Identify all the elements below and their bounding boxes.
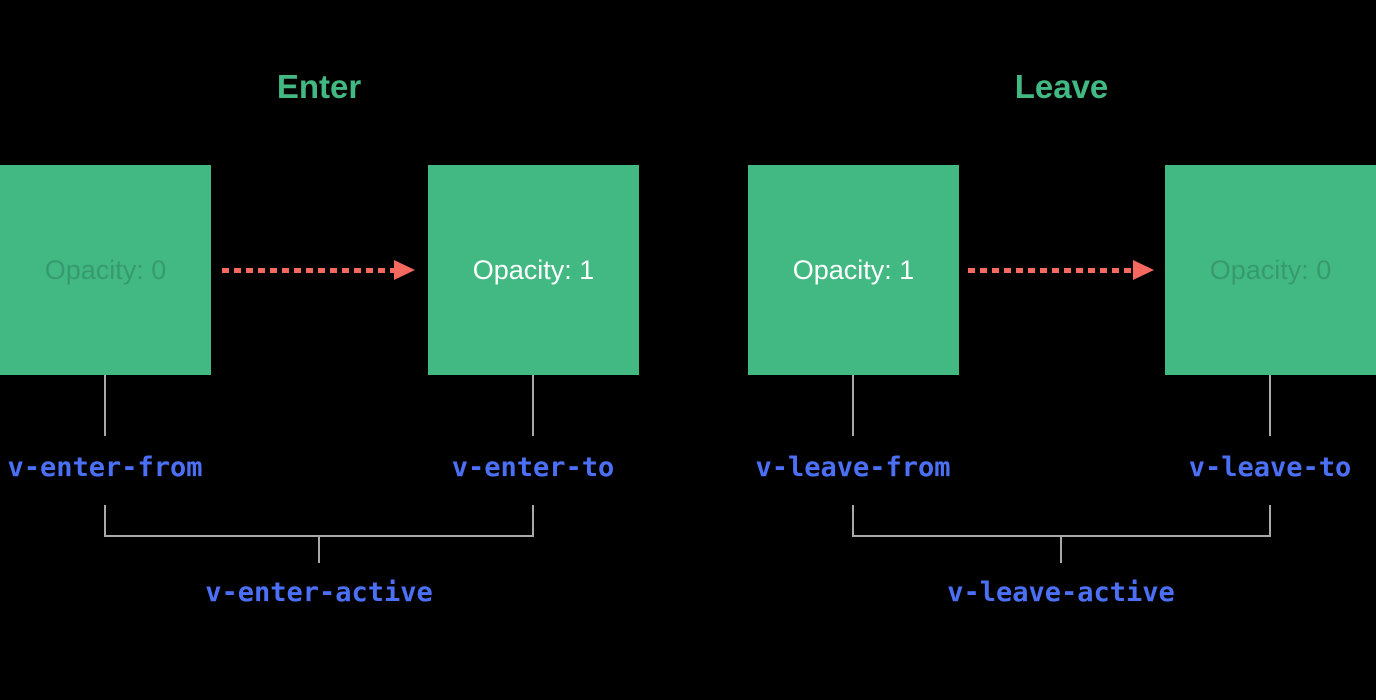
enter-section-title: Enter xyxy=(276,68,362,105)
enter-active-bracket xyxy=(104,505,534,537)
enter-active-stem-line xyxy=(318,537,320,563)
leave-from-box: Opacity: 1 xyxy=(748,165,959,375)
enter-from-connector-line xyxy=(104,375,106,436)
leave-from-box-label: Opacity: 1 xyxy=(792,254,915,285)
leave-dashed-arrow-icon xyxy=(968,260,1154,280)
leave-active-stem-line xyxy=(1060,537,1062,563)
enter-to-box-label: Opacity: 1 xyxy=(472,254,595,285)
leave-active-bracket xyxy=(852,505,1271,537)
enter-from-box-label: Opacity: 0 xyxy=(44,254,167,285)
leave-to-class-label: v-leave-to xyxy=(1188,452,1352,483)
leave-section-title: Leave xyxy=(1014,68,1109,105)
leave-active-class-label: v-leave-active xyxy=(947,577,1175,608)
enter-to-connector-line xyxy=(532,375,534,436)
enter-to-class-label: v-enter-to xyxy=(451,452,615,483)
leave-from-class-label: v-leave-from xyxy=(755,452,951,483)
leave-to-box-label: Opacity: 0 xyxy=(1209,254,1332,285)
enter-dashed-arrow-icon xyxy=(222,260,415,280)
enter-active-class-label: v-enter-active xyxy=(205,577,433,608)
enter-from-box: Opacity: 0 xyxy=(0,165,211,375)
leave-to-connector-line xyxy=(1269,375,1271,436)
leave-from-connector-line xyxy=(852,375,854,436)
leave-to-box: Opacity: 0 xyxy=(1165,165,1376,375)
enter-to-box: Opacity: 1 xyxy=(428,165,639,375)
enter-from-class-label: v-enter-from xyxy=(7,452,203,483)
